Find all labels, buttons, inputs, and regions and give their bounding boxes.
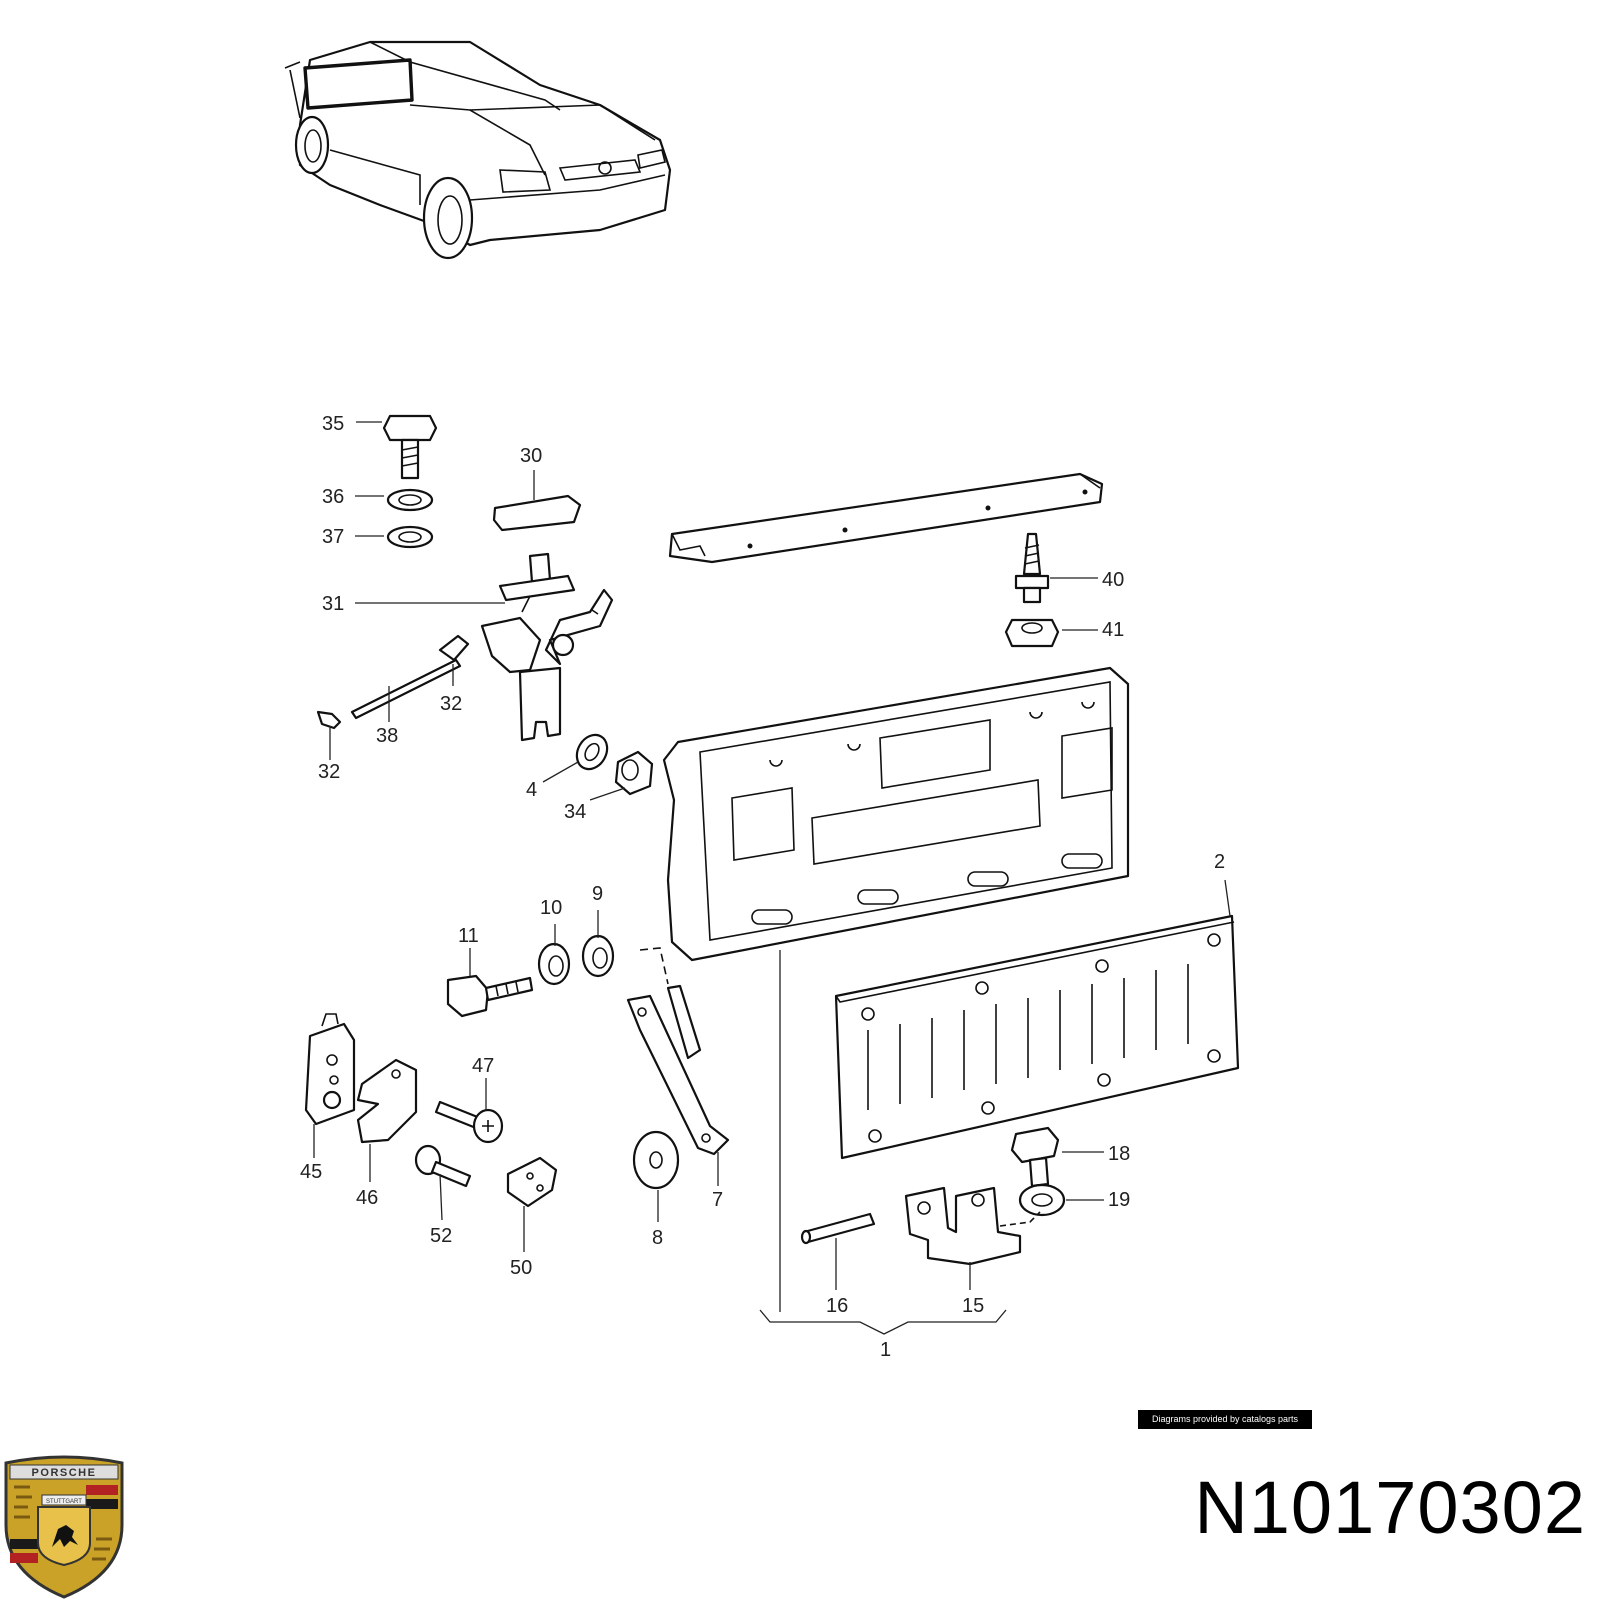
bolt-18 (1010, 1126, 1060, 1188)
screw-47 (434, 1100, 504, 1144)
callout-45: 45 (300, 1161, 322, 1183)
nut-34 (614, 750, 654, 796)
callout-8: 8 (652, 1227, 663, 1249)
callout-19: 19 (1108, 1189, 1130, 1211)
callout-41: 41 (1102, 619, 1124, 641)
callout-10: 10 (540, 897, 562, 919)
callout-36: 36 (322, 486, 344, 508)
tailgate-inner-panel (834, 914, 1240, 1160)
diagram-credit-label: Diagrams provided by catalogs parts (1138, 1410, 1312, 1429)
tailgate-main-panel (662, 666, 1130, 962)
callout-15: 15 (962, 1295, 984, 1317)
washer-10 (537, 942, 571, 986)
striker-plate-45 (304, 1013, 356, 1126)
callout-32-upper: 32 (440, 693, 462, 715)
callout-38: 38 (376, 725, 398, 747)
callout-9: 9 (592, 883, 603, 905)
callout-31: 31 (322, 593, 344, 615)
vehicle-overview-sketch (284, 40, 672, 260)
callout-30: 30 (520, 445, 542, 467)
callout-18: 18 (1108, 1143, 1130, 1165)
callout-37: 37 (322, 526, 344, 548)
lock-block-46 (356, 1058, 418, 1144)
pin-16 (800, 1212, 876, 1245)
callout-50: 50 (510, 1257, 532, 1279)
callout-labels: 35 30 36 37 31 32 38 32 4 34 40 41 2 11 … (300, 413, 1225, 1361)
callout-4: 4 (526, 779, 537, 801)
clip-50 (506, 1156, 558, 1208)
svg-text:PORSCHE: PORSCHE (32, 1467, 97, 1479)
washer-9 (581, 934, 615, 978)
callout-16: 16 (826, 1295, 848, 1317)
bushing-8 (632, 1130, 680, 1190)
callout-34: 34 (564, 801, 586, 823)
porsche-crest-logo: PORSCHE STUTTGART (4, 1455, 124, 1599)
svg-text:STUTTGART: STUTTGART (46, 1499, 82, 1505)
callout-47: 47 (472, 1055, 494, 1077)
hinge-arm-7 (626, 947, 730, 1156)
bolt-35 (382, 414, 438, 480)
latch-assembly-31 (480, 552, 614, 742)
callout-7: 7 (712, 1189, 723, 1211)
callout-11: 11 (458, 925, 479, 947)
callout-32-lower: 32 (318, 761, 340, 783)
washer-36 (386, 488, 434, 512)
cap-30 (492, 494, 582, 532)
nut-41 (1004, 618, 1060, 648)
leader-lines (313, 421, 1231, 1335)
hinge-15 (904, 1186, 1041, 1266)
bolt-11 (446, 974, 534, 1018)
callout-1: 1 (880, 1339, 891, 1361)
rod-38 (316, 634, 470, 730)
callout-2: 2 (1214, 851, 1225, 873)
washer-19 (1018, 1183, 1066, 1217)
callout-52: 52 (430, 1225, 452, 1247)
part-number: N10170302 (1194, 1466, 1586, 1549)
stud-40 (1014, 532, 1050, 604)
callout-46: 46 (356, 1187, 378, 1209)
tailgate-top-rail (668, 472, 1104, 564)
washer-4 (575, 733, 609, 771)
washer-37 (386, 525, 434, 549)
callout-35: 35 (322, 413, 344, 435)
screw-52 (414, 1144, 472, 1188)
callout-40: 40 (1102, 569, 1124, 591)
